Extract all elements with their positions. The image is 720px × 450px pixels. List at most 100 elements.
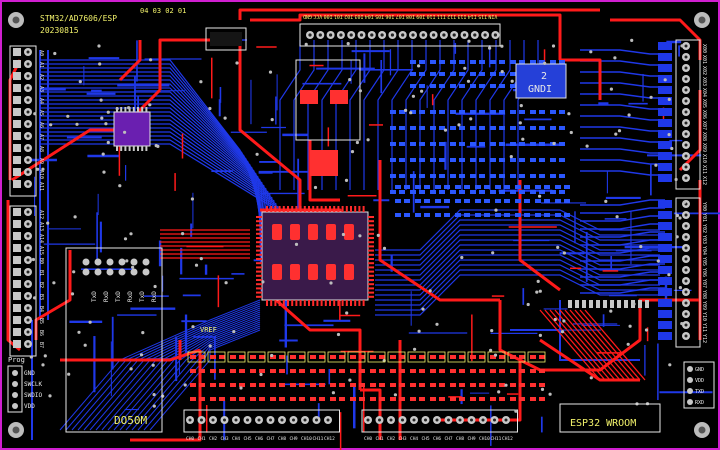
via xyxy=(125,259,129,263)
mcu-pin xyxy=(270,300,273,306)
bus-trace xyxy=(307,40,329,190)
terminal-trace-pad xyxy=(658,222,672,230)
mcu-pin xyxy=(368,274,374,277)
mcu-pin xyxy=(368,287,374,290)
via xyxy=(466,79,471,83)
smd-pad xyxy=(230,383,236,387)
smd-pad xyxy=(450,142,456,146)
mcu-pin xyxy=(358,206,361,212)
mcu-inner-pad xyxy=(290,264,300,280)
smd-pad xyxy=(555,213,561,217)
smd-pad xyxy=(519,383,525,387)
mcu-pin xyxy=(368,241,374,244)
smd-pad xyxy=(410,397,416,401)
smd-pad xyxy=(450,383,456,387)
terminal-pad xyxy=(13,304,21,312)
terminal-pad xyxy=(13,280,21,288)
right-pin-label: X06 xyxy=(701,110,707,119)
terminal-hole xyxy=(246,418,249,422)
via xyxy=(127,106,131,110)
terminal-pad xyxy=(13,220,21,228)
terminal-hole xyxy=(26,306,30,310)
via xyxy=(294,242,299,246)
right-pin-label: Y10 xyxy=(701,312,707,321)
top-header-label: I10 xyxy=(427,13,436,19)
mcu-pin xyxy=(320,206,323,212)
smd-pad xyxy=(490,383,496,387)
smd-pad xyxy=(550,158,556,162)
smd-pad xyxy=(499,142,505,146)
terminal-trace-pad xyxy=(658,141,672,149)
smd-pad xyxy=(459,355,465,359)
smd-pad xyxy=(399,397,405,401)
terminal-hole xyxy=(481,418,485,422)
smd-pad xyxy=(510,190,516,194)
aux-chip-pin xyxy=(128,107,131,112)
header-hole xyxy=(452,33,456,37)
smd-pad xyxy=(490,397,496,401)
smd-pad xyxy=(299,397,305,401)
smd-pad xyxy=(450,84,456,88)
smd-pad xyxy=(404,199,410,203)
terminal-hole xyxy=(26,146,30,150)
via xyxy=(509,155,513,159)
via xyxy=(552,141,556,146)
smd-pad xyxy=(419,84,425,88)
power-module-outline xyxy=(295,59,361,141)
via xyxy=(562,319,566,323)
bottom-pin-label: CH12 xyxy=(324,436,335,442)
via xyxy=(376,233,380,237)
via xyxy=(457,123,461,127)
via xyxy=(510,79,514,83)
uart-label: RxD xyxy=(103,291,110,302)
smd-pad xyxy=(415,199,421,203)
terminal-outline xyxy=(9,205,37,357)
smd-pad xyxy=(530,126,536,130)
smd-pad xyxy=(404,213,410,217)
via xyxy=(428,289,432,293)
board-title: STM32/AD7606/ESP xyxy=(40,14,117,23)
terminal-pad xyxy=(13,60,21,68)
header-hole xyxy=(483,33,487,37)
via xyxy=(139,353,144,357)
terminal-hole xyxy=(470,418,473,422)
top-header-outline xyxy=(299,23,501,47)
left-pin-label: B6 xyxy=(38,330,44,336)
terminal-hole xyxy=(684,268,688,272)
uart-pin-label: VDD xyxy=(695,378,704,384)
mcu-pin xyxy=(278,206,281,212)
smd-pad xyxy=(464,199,470,203)
terminal-outline xyxy=(183,409,340,433)
terminal-trace-pad xyxy=(658,321,672,329)
terminal-pad xyxy=(13,244,21,252)
via xyxy=(421,307,425,311)
bottom-pin-label: CH7 xyxy=(267,436,275,442)
smd-pad xyxy=(499,110,505,114)
smd-pad xyxy=(270,383,276,387)
smd-pad xyxy=(484,213,490,217)
smd-pad xyxy=(424,213,430,217)
smd-pad xyxy=(310,383,316,387)
terminal-trace-pad xyxy=(658,108,672,116)
smd-pad xyxy=(419,126,425,130)
via xyxy=(417,64,421,68)
smd-pad xyxy=(435,199,441,203)
smd-pad xyxy=(444,185,450,189)
smd-pad xyxy=(290,383,296,387)
terminal-hole xyxy=(326,418,330,422)
via xyxy=(469,117,473,121)
smd-pad xyxy=(310,369,316,373)
top-header-label: I04 xyxy=(365,13,374,19)
top-header-label: I15 xyxy=(478,13,487,19)
smd-pad xyxy=(439,158,445,162)
mcu-pin xyxy=(354,206,357,212)
bus-trace xyxy=(77,305,261,431)
smd-pad xyxy=(479,110,485,114)
smd-pad xyxy=(430,126,436,130)
mcu-inner-pad xyxy=(326,264,336,280)
via xyxy=(393,393,397,397)
mounting-holes xyxy=(8,12,710,438)
bus-trace xyxy=(377,40,399,190)
bottom-pin-label: CH10 xyxy=(479,436,490,442)
right-pin-label: X11 xyxy=(701,165,707,174)
